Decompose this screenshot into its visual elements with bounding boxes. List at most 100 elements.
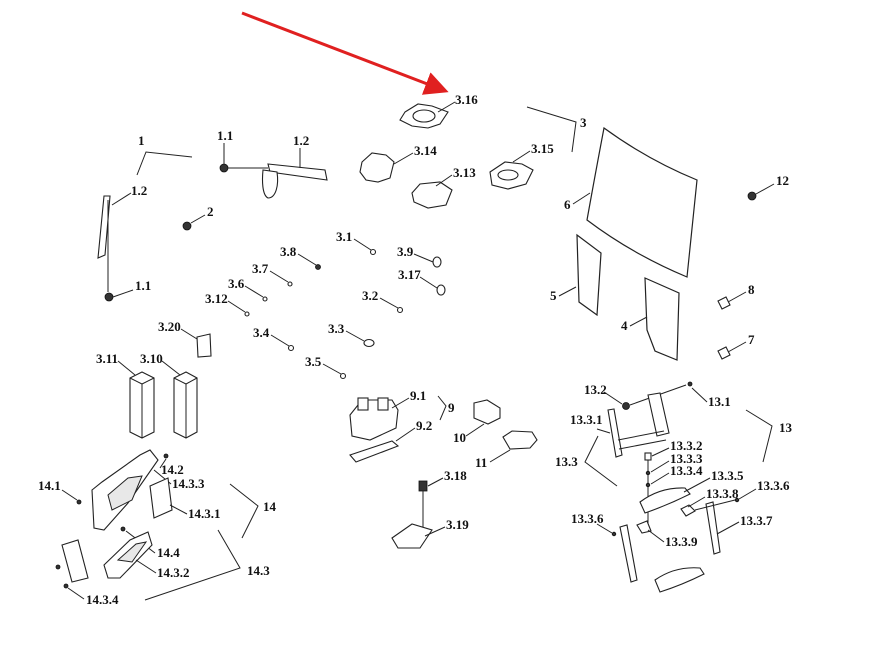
label-14-3-1[interactable]: 14.3.1 <box>188 506 221 521</box>
nut-13-2[interactable] <box>622 402 630 410</box>
label-5[interactable]: 5 <box>550 288 557 303</box>
part-3-6[interactable] <box>262 296 268 302</box>
bolt-14-2[interactable] <box>163 453 169 459</box>
part-9-1[interactable] <box>349 399 399 441</box>
label-13-3-7[interactable]: 13.3.7 <box>740 513 773 528</box>
bolt-14-3-4a[interactable] <box>55 564 61 570</box>
part-3-10[interactable] <box>173 371 198 439</box>
part-3-20[interactable] <box>196 333 212 358</box>
bolt-13-3-6-left[interactable] <box>611 531 617 537</box>
bolt-14-4[interactable] <box>120 526 126 532</box>
label-1-2-top[interactable]: 1.2 <box>293 133 309 148</box>
bracket-13-3-1[interactable] <box>607 408 623 458</box>
grommet-10[interactable] <box>473 399 501 425</box>
lower-glass-4[interactable] <box>644 277 680 361</box>
side-glass-5[interactable] <box>576 233 602 317</box>
part-3-5[interactable] <box>339 372 347 380</box>
label-13-3-3[interactable]: 13.3.3 <box>670 451 703 466</box>
part-3-2[interactable] <box>396 306 404 314</box>
label-9[interactable]: 9 <box>448 400 455 415</box>
label-3-17[interactable]: 3.17 <box>398 267 421 282</box>
bolt-13-3-2[interactable] <box>644 452 652 461</box>
label-3-13[interactable]: 3.13 <box>453 165 476 180</box>
part-3-17[interactable] <box>436 284 446 296</box>
bolt-13-1[interactable] <box>687 381 693 387</box>
label-13-3-8[interactable]: 13.3.8 <box>706 486 739 501</box>
part-3-8[interactable] <box>315 264 321 270</box>
label-3-3[interactable]: 3.3 <box>328 321 345 336</box>
label-13-3-6-right[interactable]: 13.3.6 <box>757 478 790 493</box>
bolt-14-3-4b[interactable] <box>63 583 69 589</box>
label-6[interactable]: 6 <box>564 197 571 212</box>
bolt-1-1-left[interactable] <box>104 292 114 302</box>
label-13-3-2[interactable]: 13.3.2 <box>670 438 703 453</box>
label-8[interactable]: 8 <box>748 282 755 297</box>
washer-13-3-3[interactable] <box>645 470 651 476</box>
label-13-1[interactable]: 13.1 <box>708 394 731 409</box>
part-3-4[interactable] <box>287 344 295 352</box>
part-3-12[interactable] <box>244 311 250 317</box>
label-2[interactable]: 2 <box>207 204 214 219</box>
label-12[interactable]: 12 <box>776 173 789 188</box>
mirror-arm-1-2-top[interactable] <box>267 163 328 181</box>
label-3-16[interactable]: 3.16 <box>455 92 478 107</box>
label-14-1[interactable]: 14.1 <box>38 478 61 493</box>
label-3-9[interactable]: 3.9 <box>397 244 414 259</box>
nut-2[interactable] <box>182 221 192 231</box>
label-3-15[interactable]: 3.15 <box>531 141 554 156</box>
label-13[interactable]: 13 <box>779 420 793 435</box>
grommet-11[interactable] <box>502 430 538 450</box>
washer-13-3-4[interactable] <box>645 482 651 488</box>
label-14-3-3[interactable]: 14.3.3 <box>172 476 205 491</box>
label-10[interactable]: 10 <box>453 430 466 445</box>
label-1-1-top[interactable]: 1.1 <box>217 128 233 143</box>
clip-8[interactable] <box>717 296 731 310</box>
bolt-1-1-top[interactable] <box>219 163 229 173</box>
label-9-2[interactable]: 9.2 <box>416 418 432 433</box>
label-14[interactable]: 14 <box>263 499 277 514</box>
bolt-13-3-6-right[interactable] <box>734 497 740 503</box>
label-3-8[interactable]: 3.8 <box>280 244 297 259</box>
mirror-1-2-left[interactable] <box>97 195 111 259</box>
label-3-11[interactable]: 3.11 <box>96 351 118 366</box>
label-14-3-4[interactable]: 14.3.4 <box>86 592 119 607</box>
label-1-1-left[interactable]: 1.1 <box>135 278 151 293</box>
label-3-2[interactable]: 3.2 <box>362 288 378 303</box>
step-13-3-5[interactable] <box>639 487 691 514</box>
label-9-1[interactable]: 9.1 <box>410 388 426 403</box>
label-3-10[interactable]: 3.10 <box>140 351 163 366</box>
label-3-4[interactable]: 3.4 <box>253 325 270 340</box>
label-13-3-9[interactable]: 13.3.9 <box>665 534 698 549</box>
label-13-3-5[interactable]: 13.3.5 <box>711 468 744 483</box>
bolt-14-1[interactable] <box>76 499 82 505</box>
rail-13-3-6-left[interactable] <box>619 524 638 583</box>
plate-14-3-4[interactable] <box>61 539 89 583</box>
label-13-3-6-left[interactable]: 13.3.6 <box>571 511 604 526</box>
label-11[interactable]: 11 <box>475 455 487 470</box>
bolt-3-18[interactable] <box>418 480 428 492</box>
part-3-13[interactable] <box>411 181 453 209</box>
part-3-14[interactable] <box>359 152 395 183</box>
plate-3-19[interactable] <box>391 523 433 549</box>
step-lower[interactable] <box>654 567 705 593</box>
label-14-2[interactable]: 14.2 <box>161 462 184 477</box>
label-1[interactable]: 1 <box>138 133 145 148</box>
label-3-1[interactable]: 3.1 <box>336 229 352 244</box>
label-14-3[interactable]: 14.3 <box>247 563 270 578</box>
label-3-7[interactable]: 3.7 <box>252 261 269 276</box>
label-4[interactable]: 4 <box>621 318 628 333</box>
label-13-3-4[interactable]: 13.3.4 <box>670 463 703 478</box>
label-13-3-1[interactable]: 13.3.1 <box>570 412 603 427</box>
label-3[interactable]: 3 <box>580 115 587 130</box>
label-3-12[interactable]: 3.12 <box>205 291 228 306</box>
part-3-3[interactable] <box>363 338 375 348</box>
gasket-9-2[interactable] <box>349 440 400 463</box>
label-3-20[interactable]: 3.20 <box>158 319 181 334</box>
part-3-11[interactable] <box>129 371 155 439</box>
label-3-19[interactable]: 3.19 <box>446 517 469 532</box>
label-3-18[interactable]: 3.18 <box>444 468 467 483</box>
clip-7[interactable] <box>717 346 731 360</box>
nut-12[interactable] <box>747 191 757 201</box>
label-13-2[interactable]: 13.2 <box>584 382 607 397</box>
rail-13-3-7[interactable] <box>705 501 721 555</box>
